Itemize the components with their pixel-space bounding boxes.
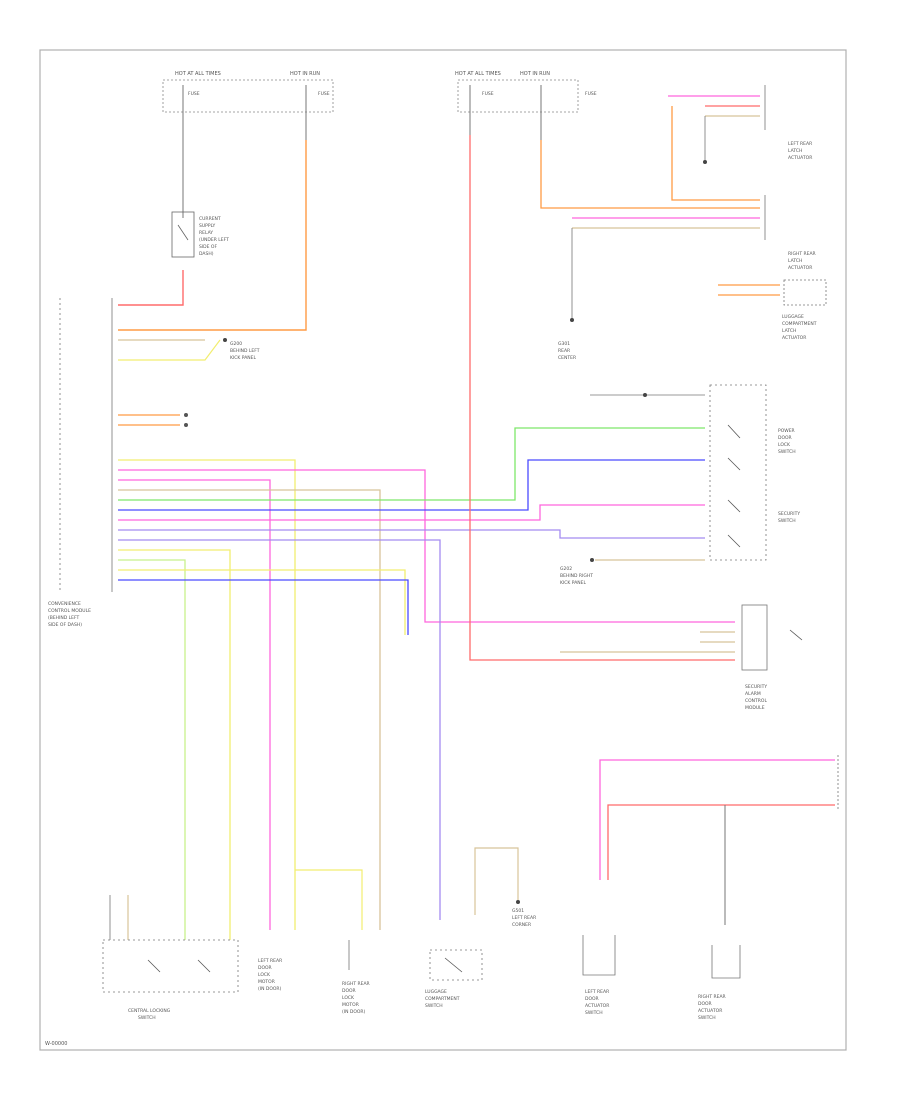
svg-text:ACTUATOR: ACTUATOR bbox=[788, 265, 812, 271]
svg-text:(IN DOOR): (IN DOOR) bbox=[342, 1009, 366, 1015]
svg-text:RIGHT REAR: RIGHT REAR bbox=[698, 994, 726, 1000]
svg-text:LEFT REAR: LEFT REAR bbox=[788, 141, 812, 147]
svg-text:DOOR: DOOR bbox=[258, 965, 272, 971]
current-supply-relay: CURRENT SUPPLY RELAY (UNDER LEFT SIDE OF… bbox=[171, 211, 229, 258]
svg-text:CONTROL: CONTROL bbox=[745, 698, 767, 704]
svg-text:(IN DOOR): (IN DOOR) bbox=[258, 986, 282, 992]
fuse-left-label-2: HOT IN RUN bbox=[290, 71, 320, 77]
svg-text:G301: G301 bbox=[558, 341, 570, 347]
svg-text:G501: G501 bbox=[512, 908, 524, 914]
svg-text:SWITCH: SWITCH bbox=[698, 1015, 716, 1021]
svg-text:SWITCH: SWITCH bbox=[778, 518, 796, 524]
svg-text:SIDE OF DASH): SIDE OF DASH) bbox=[48, 622, 82, 628]
svg-text:SWITCH: SWITCH bbox=[425, 1003, 443, 1009]
svg-text:COMPARTMENT: COMPARTMENT bbox=[425, 996, 460, 1002]
svg-text:HOT AT ALL TIMES: HOT AT ALL TIMES bbox=[455, 71, 501, 77]
luggage-compartment-switch: LUGGAGE COMPARTMENT SWITCH bbox=[425, 949, 483, 1009]
fuse-left-label-4: FUSE bbox=[318, 91, 330, 97]
fuse-block-mid: HOT AT ALL TIMES HOT IN RUN FUSE FUSE bbox=[455, 71, 597, 113]
ground-g301: G301 REAR CENTER bbox=[558, 341, 576, 361]
left-rear-latch-actuator: LEFT REAR LATCH ACTUATOR bbox=[764, 85, 812, 161]
svg-text:COMPARTMENT: COMPARTMENT bbox=[782, 321, 817, 327]
luggage-latch-actuator: LUGGAGE COMPARTMENT LATCH ACTUATOR bbox=[782, 279, 827, 341]
fuse-left-label-3: FUSE bbox=[188, 91, 200, 97]
svg-text:KICK PANEL: KICK PANEL bbox=[560, 580, 587, 586]
svg-text:SECURITY: SECURITY bbox=[745, 684, 767, 690]
svg-text:RELAY: RELAY bbox=[199, 230, 213, 236]
svg-text:RIGHT REAR: RIGHT REAR bbox=[342, 981, 370, 987]
ground-g200: G200 BEHIND LEFT KICK PANEL bbox=[223, 338, 260, 361]
svg-text:LATCH: LATCH bbox=[782, 328, 796, 334]
svg-text:MODULE: MODULE bbox=[745, 705, 765, 711]
svg-text:FUSE: FUSE bbox=[482, 91, 494, 97]
left-rear-door-actuator-switch: LEFT REAR DOOR ACTUATOR SWITCH bbox=[582, 935, 616, 1016]
svg-text:SUPPLY: SUPPLY bbox=[199, 223, 215, 229]
svg-text:CONTROL MODULE: CONTROL MODULE bbox=[48, 608, 91, 614]
svg-text:LEFT REAR: LEFT REAR bbox=[512, 915, 536, 921]
svg-text:ALARM: ALARM bbox=[745, 691, 761, 697]
svg-text:LOCK: LOCK bbox=[258, 972, 271, 978]
svg-text:CENTRAL LOCKING: CENTRAL LOCKING bbox=[128, 1008, 171, 1014]
diagram-footer-id: W-00000 bbox=[45, 1041, 67, 1047]
svg-text:ACTUATOR: ACTUATOR bbox=[788, 155, 812, 161]
svg-text:SWITCH: SWITCH bbox=[585, 1010, 603, 1016]
svg-text:LEFT REAR: LEFT REAR bbox=[258, 958, 282, 964]
door-lock-switch-block: POWER DOOR LOCK SWITCH SECURITY SWITCH bbox=[709, 384, 800, 561]
diagram-border bbox=[39, 49, 847, 1051]
svg-text:BEHIND RIGHT: BEHIND RIGHT bbox=[560, 573, 593, 579]
svg-text:MOTOR: MOTOR bbox=[258, 979, 275, 985]
svg-text:KICK PANEL: KICK PANEL bbox=[230, 355, 257, 361]
central-locking-switch: CENTRAL LOCKING SWITCH bbox=[102, 939, 239, 1021]
svg-text:HOT IN RUN: HOT IN RUN bbox=[520, 71, 550, 77]
svg-text:REAR: REAR bbox=[558, 348, 570, 354]
left-rear-door-lock-motor: LEFT REAR DOOR LOCK MOTOR (IN DOOR) bbox=[258, 958, 282, 992]
fuse-block-left: HOT AT ALL TIMES HOT IN RUN FUSE FUSE bbox=[162, 71, 334, 113]
svg-text:CENTER: CENTER bbox=[558, 355, 576, 361]
svg-text:G200: G200 bbox=[230, 341, 242, 347]
svg-text:(UNDER LEFT: (UNDER LEFT bbox=[199, 237, 229, 243]
svg-text:CURRENT: CURRENT bbox=[199, 216, 221, 222]
svg-text:BEHIND LEFT: BEHIND LEFT bbox=[230, 348, 260, 354]
svg-text:G202: G202 bbox=[560, 566, 572, 572]
ground-g202: G202 BEHIND RIGHT KICK PANEL bbox=[560, 558, 594, 586]
svg-text:LATCH: LATCH bbox=[788, 258, 802, 264]
svg-text:LUGGAGE: LUGGAGE bbox=[782, 314, 804, 320]
svg-text:DASH): DASH) bbox=[199, 251, 214, 257]
ground-g501: G501 LEFT REAR CORNER bbox=[512, 900, 536, 928]
svg-text:CORNER: CORNER bbox=[512, 922, 531, 928]
svg-text:LOCK: LOCK bbox=[778, 442, 791, 448]
fuse-left-label-1: HOT AT ALL TIMES bbox=[175, 71, 221, 77]
svg-text:DOOR: DOOR bbox=[698, 1001, 712, 1007]
svg-text:RIGHT REAR: RIGHT REAR bbox=[788, 251, 816, 257]
svg-text:ACTUATOR: ACTUATOR bbox=[782, 335, 806, 341]
svg-text:FUSE: FUSE bbox=[585, 91, 597, 97]
svg-text:MOTOR: MOTOR bbox=[342, 1002, 359, 1008]
svg-text:DOOR: DOOR bbox=[778, 435, 792, 441]
left-module: CONVENIENCE CONTROL MODULE (BEHIND LEFT … bbox=[48, 298, 113, 628]
svg-text:POWER: POWER bbox=[778, 428, 795, 434]
svg-text:LATCH: LATCH bbox=[788, 148, 802, 154]
svg-text:DOOR: DOOR bbox=[585, 996, 599, 1002]
svg-text:SWITCH: SWITCH bbox=[138, 1015, 156, 1021]
svg-text:ACTUATOR: ACTUATOR bbox=[585, 1003, 609, 1009]
svg-text:DOOR: DOOR bbox=[342, 988, 356, 994]
svg-text:LOCK: LOCK bbox=[342, 995, 355, 1001]
svg-text:SECURITY: SECURITY bbox=[778, 511, 800, 517]
svg-text:CONVENIENCE: CONVENIENCE bbox=[48, 601, 81, 607]
right-rear-latch-actuator: RIGHT REAR LATCH ACTUATOR bbox=[764, 195, 816, 271]
right-rear-door-lock-motor: RIGHT REAR DOOR LOCK MOTOR (IN DOOR) bbox=[342, 940, 370, 1015]
svg-text:LUGGAGE: LUGGAGE bbox=[425, 989, 447, 995]
right-rear-door-actuator-switch: RIGHT REAR DOOR ACTUATOR SWITCH bbox=[698, 945, 741, 1021]
svg-text:(BEHIND LEFT: (BEHIND LEFT bbox=[48, 615, 80, 621]
svg-text:ACTUATOR: ACTUATOR bbox=[698, 1008, 722, 1014]
svg-text:SWITCH: SWITCH bbox=[778, 449, 796, 455]
security-alarm-module: SECURITY ALARM CONTROL MODULE bbox=[741, 604, 803, 711]
svg-text:SIDE OF: SIDE OF bbox=[199, 244, 217, 250]
svg-text:LEFT REAR: LEFT REAR bbox=[585, 989, 609, 995]
